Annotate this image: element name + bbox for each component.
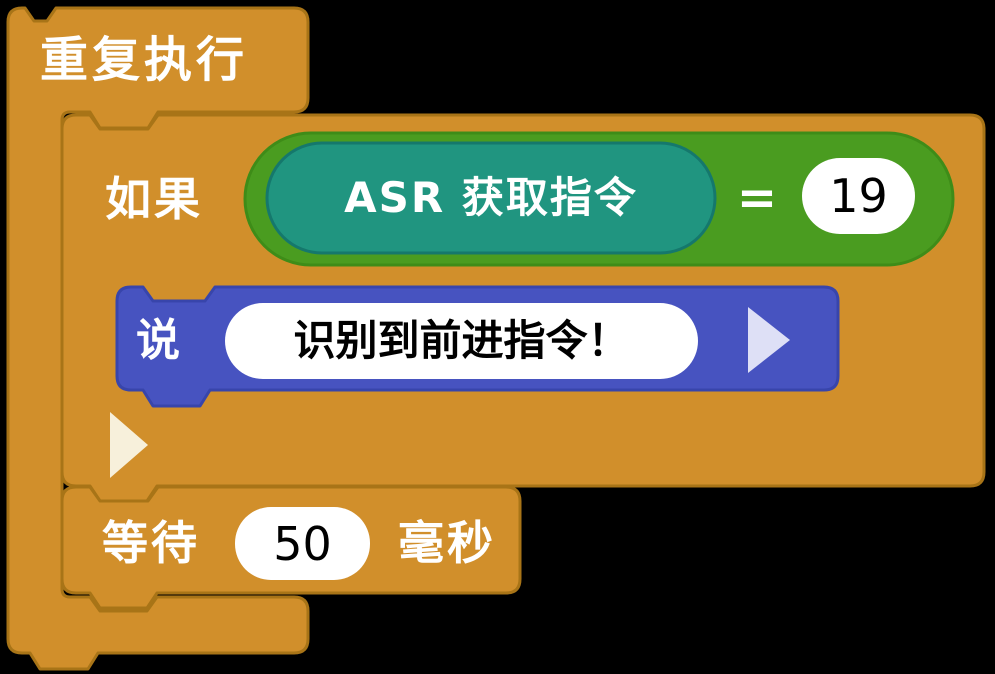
wait-value-input[interactable] xyxy=(235,507,370,580)
say-text-input[interactable] xyxy=(225,303,698,379)
if-expand-triangle-icon[interactable] xyxy=(110,412,148,478)
say-expand-triangle-icon[interactable] xyxy=(748,307,790,373)
asr-reporter-block[interactable] xyxy=(265,141,717,255)
comparison-value-input[interactable] xyxy=(802,158,915,234)
repeat-block[interactable] xyxy=(6,6,310,671)
